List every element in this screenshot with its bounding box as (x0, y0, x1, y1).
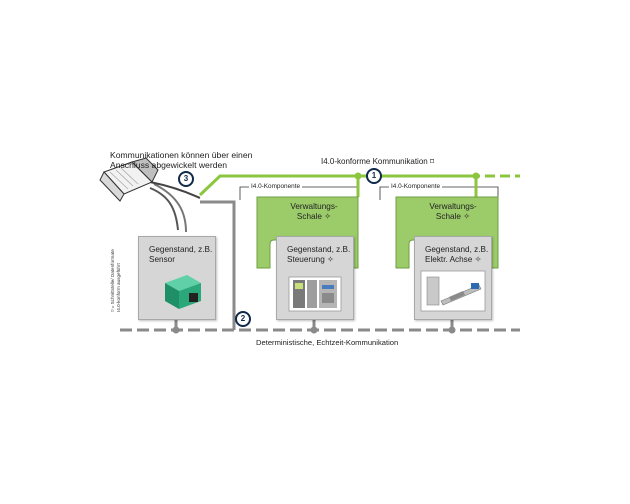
thing-title-axis: Gegenstand, z.B. Elektr. Achse ✧ (425, 245, 488, 266)
marker-number-1: 1 (369, 171, 379, 180)
admin-shell-label-1-line2: Schale ✧ (270, 212, 358, 222)
thing-title-sensor: Gegenstand, z.B. Sensor (149, 245, 212, 266)
cable-strand-1 (150, 188, 178, 230)
admin-shell-label-1-line1: Verwaltungs- (270, 202, 358, 212)
thing-title-axis-line2: Elektr. Achse ✧ (425, 255, 488, 265)
thing-box-axis: Gegenstand, z.B. Elektr. Achse ✧ (414, 236, 492, 320)
i40-component-label-2: I4.0-Komponente (389, 183, 442, 190)
thing-title-controller: Gegenstand, z.B. Steuerung ✧ (287, 245, 350, 266)
i40-communication-label: I4.0-konforme Kommunikation ⌑ (321, 157, 434, 166)
sensor-device-icon (161, 271, 205, 311)
thing-title-controller-line2: Steuerung ✧ (287, 255, 350, 265)
i40-component-label-1: I4.0-Komponente (249, 183, 302, 190)
caption-line-2: Anschluss abgewickelt werden (110, 161, 252, 171)
cable-strand-3 (150, 182, 200, 198)
thing-box-sensor: Gegenstand, z.B. Sensor (138, 236, 216, 320)
thing-title-controller-line1: Gegenstand, z.B. (287, 245, 350, 255)
electric-axis-device-icon (419, 269, 487, 313)
controller-device-icon (287, 273, 343, 313)
marker-number-2: 2 (238, 314, 248, 323)
admin-shell-label-2-line2: Schale ✧ (409, 212, 497, 222)
admin-shell-label-1: Verwaltungs- Schale ✧ (270, 202, 358, 223)
realtime-communication-label: Deterministische, Echtzeit-Kommunikation (256, 339, 398, 348)
realtime-node-2 (311, 327, 318, 334)
admin-shell-label-2-line1: Verwaltungs- (409, 202, 497, 212)
caption-shared-port: Kommunikationen können über einen Anschl… (110, 151, 252, 171)
thing-title-axis-line1: Gegenstand, z.B. (425, 245, 488, 255)
marker-number-3: 3 (181, 174, 191, 183)
realtime-node-3 (449, 327, 456, 334)
thing-title-sensor-line2: Sensor (149, 255, 212, 265)
realtime-node-1 (173, 327, 180, 334)
side-note-line-2: I4.0-konform ausgeführt (116, 222, 122, 312)
side-note-legend: ⌑ = Schnittstelle/ Datenformate I4.0-kon… (110, 222, 121, 312)
admin-shell-label-2: Verwaltungs- Schale ✧ (409, 202, 497, 223)
thing-title-sensor-line1: Gegenstand, z.B. (149, 245, 212, 255)
thing-box-controller: Gegenstand, z.B. Steuerung ✧ (276, 236, 354, 320)
